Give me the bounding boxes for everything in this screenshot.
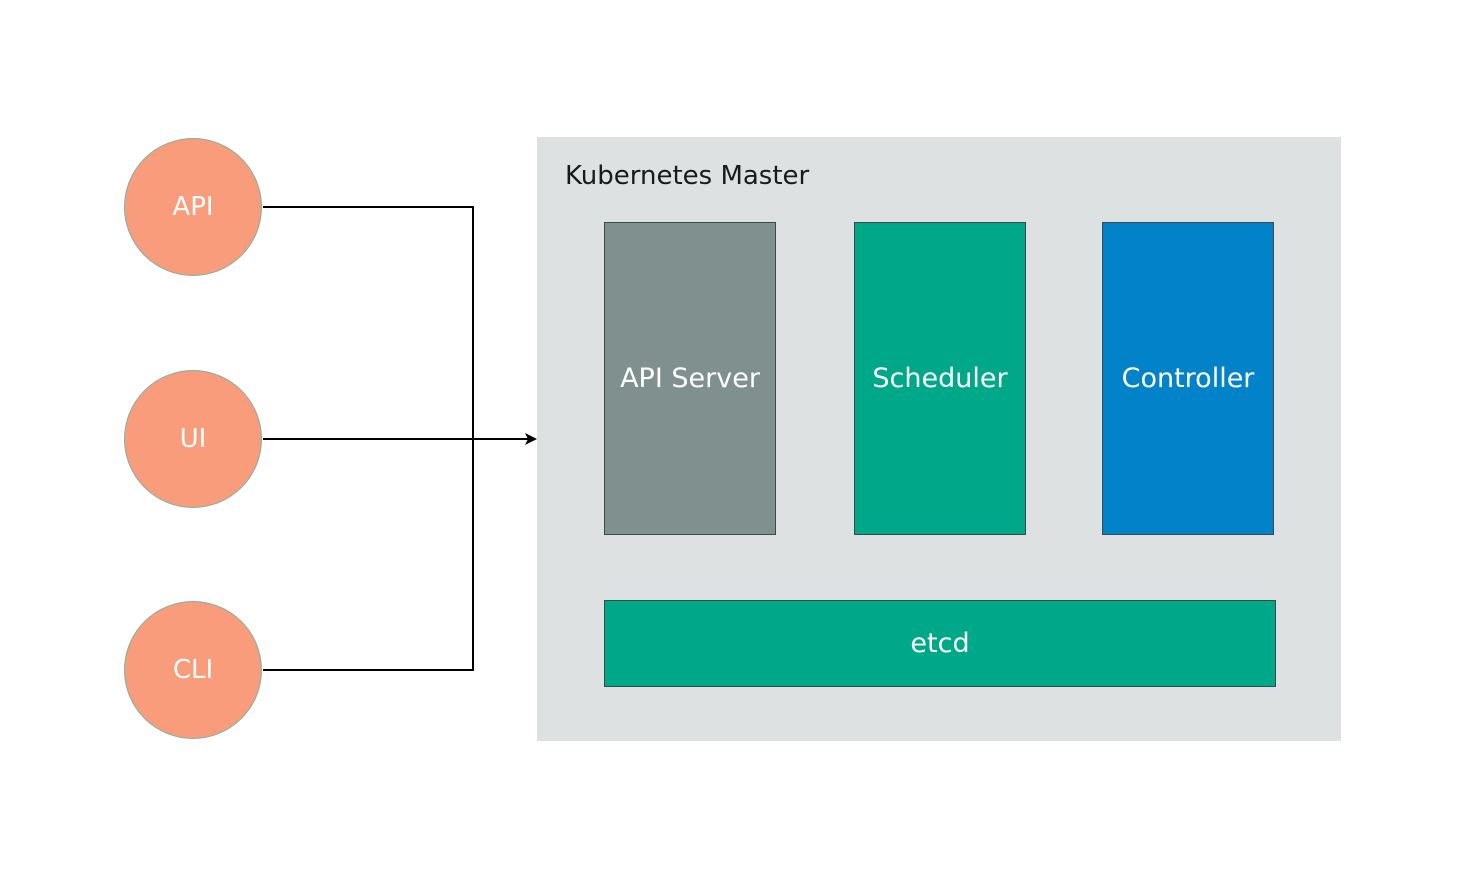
controller-box: Controller <box>1102 222 1274 535</box>
ui-client: UI <box>124 370 262 508</box>
kubernetes-master-box: Kubernetes Master API Server Scheduler C… <box>537 137 1341 741</box>
controller-label: Controller <box>1121 363 1255 394</box>
cli-client: CLI <box>124 601 262 739</box>
api-server-label: API Server <box>620 363 760 394</box>
api-client: API <box>124 138 262 276</box>
api-client-label: API <box>172 192 214 222</box>
master-title: Kubernetes Master <box>565 161 810 191</box>
etcd-box: etcd <box>604 600 1276 687</box>
ui-client-label: UI <box>179 424 207 454</box>
scheduler-label: Scheduler <box>872 363 1008 394</box>
api-server-box: API Server <box>604 222 776 535</box>
cli-client-label: CLI <box>172 655 214 685</box>
etcd-label: etcd <box>910 628 970 659</box>
scheduler-box: Scheduler <box>854 222 1026 535</box>
